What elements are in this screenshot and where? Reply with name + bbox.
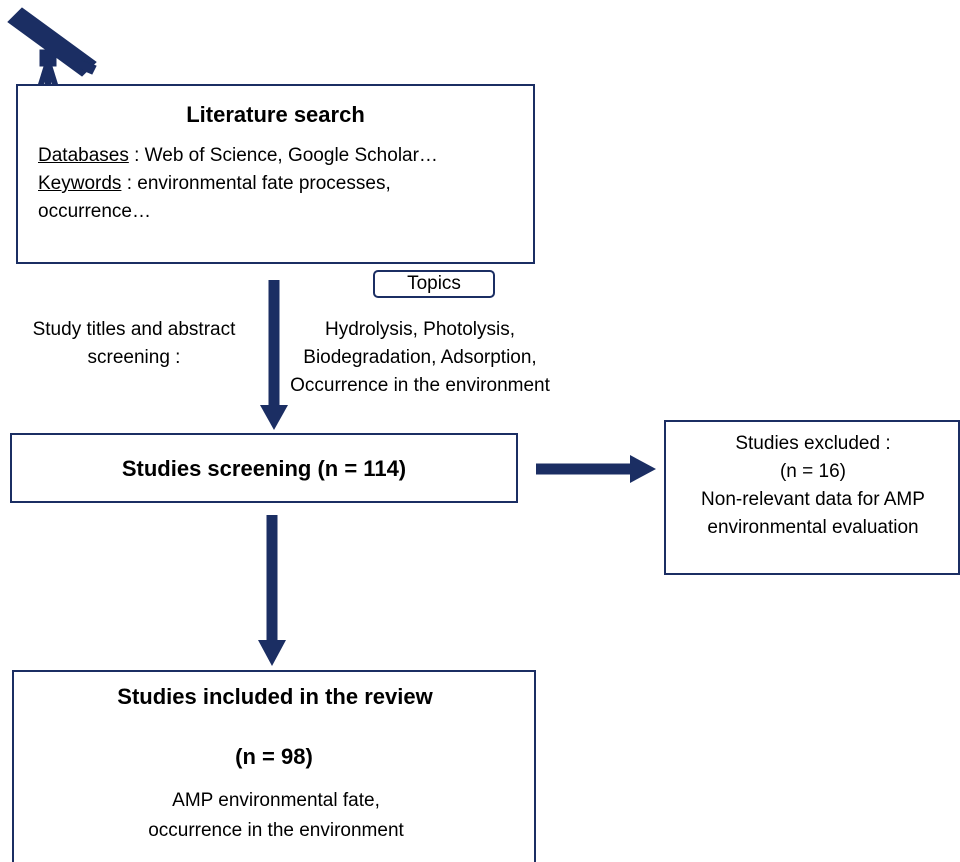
studies-excluded-box: Studies excluded : (n = 16) Non-relevant… [664,420,960,575]
keywords-text: : environmental fate processes, occurren… [38,173,391,222]
literature-search-box: Literature search Databases : Web of Sci… [16,84,535,264]
literature-search-details: Databases : Web of Science, Google Schol… [38,142,508,226]
databases-label: Databases [38,145,129,166]
literature-search-title: Literature search [186,102,365,127]
screening-step-label: Study titles and abstract screening : [32,319,236,368]
studies-excluded-line1: Studies excluded : [735,433,891,454]
databases-text: : Web of Science, Google Scholar… [128,145,438,166]
studies-screening-title: Studies screening (n = 114) [121,456,407,481]
studies-included-count: (n = 98) [235,744,313,769]
studies-included-description: AMP environmental fate, occurrence in th… [148,790,404,841]
arrow-screening-to-excluded [536,455,656,483]
studies-excluded-count: (n = 16) [779,461,846,482]
topics-list: Hydrolysis, Photolysis, Biodegradation, … [290,319,550,396]
arrow-screening-to-included [258,515,286,666]
studies-included-box: Studies included in the review (n = 98) … [12,670,536,862]
studies-included-title: Studies included in the review [117,684,433,709]
studies-screening-box: Studies screening (n = 114) [10,433,518,503]
studies-excluded-text: Studies excluded : (n = 16) Non-relevant… [678,430,948,542]
studies-excluded-reason: Non-relevant data for AMP environmental … [701,489,925,538]
keywords-label: Keywords [38,173,122,194]
topics-tag: Topics [373,270,495,298]
